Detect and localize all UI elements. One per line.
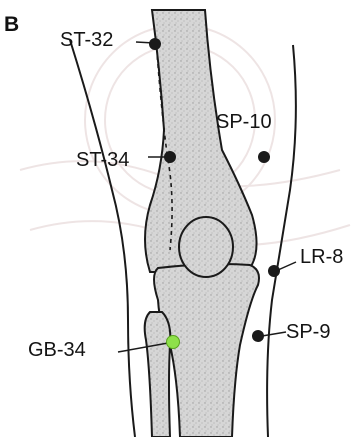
- point-GB-34: [167, 336, 180, 349]
- label-GB-34: GB-34: [28, 340, 86, 360]
- patella: [179, 217, 233, 277]
- panel-label: B: [4, 14, 19, 35]
- label-LR-8: LR-8: [300, 247, 343, 267]
- point-LR-8: [268, 265, 280, 277]
- label-ST-32: ST-32: [60, 30, 113, 50]
- leg-outline-right: [267, 45, 296, 437]
- label-ST-34: ST-34: [76, 150, 129, 170]
- leg-outline-left: [70, 40, 135, 437]
- point-SP-10: [258, 151, 270, 163]
- point-SP-9: [252, 330, 264, 342]
- label-SP-9: SP-9: [286, 322, 330, 342]
- point-ST-34: [164, 151, 176, 163]
- fibula: [145, 312, 171, 437]
- point-ST-32: [149, 38, 161, 50]
- leader-line-LR-8: [278, 262, 296, 270]
- leader-line-SP-9: [262, 332, 286, 336]
- label-SP-10: SP-10: [216, 112, 272, 132]
